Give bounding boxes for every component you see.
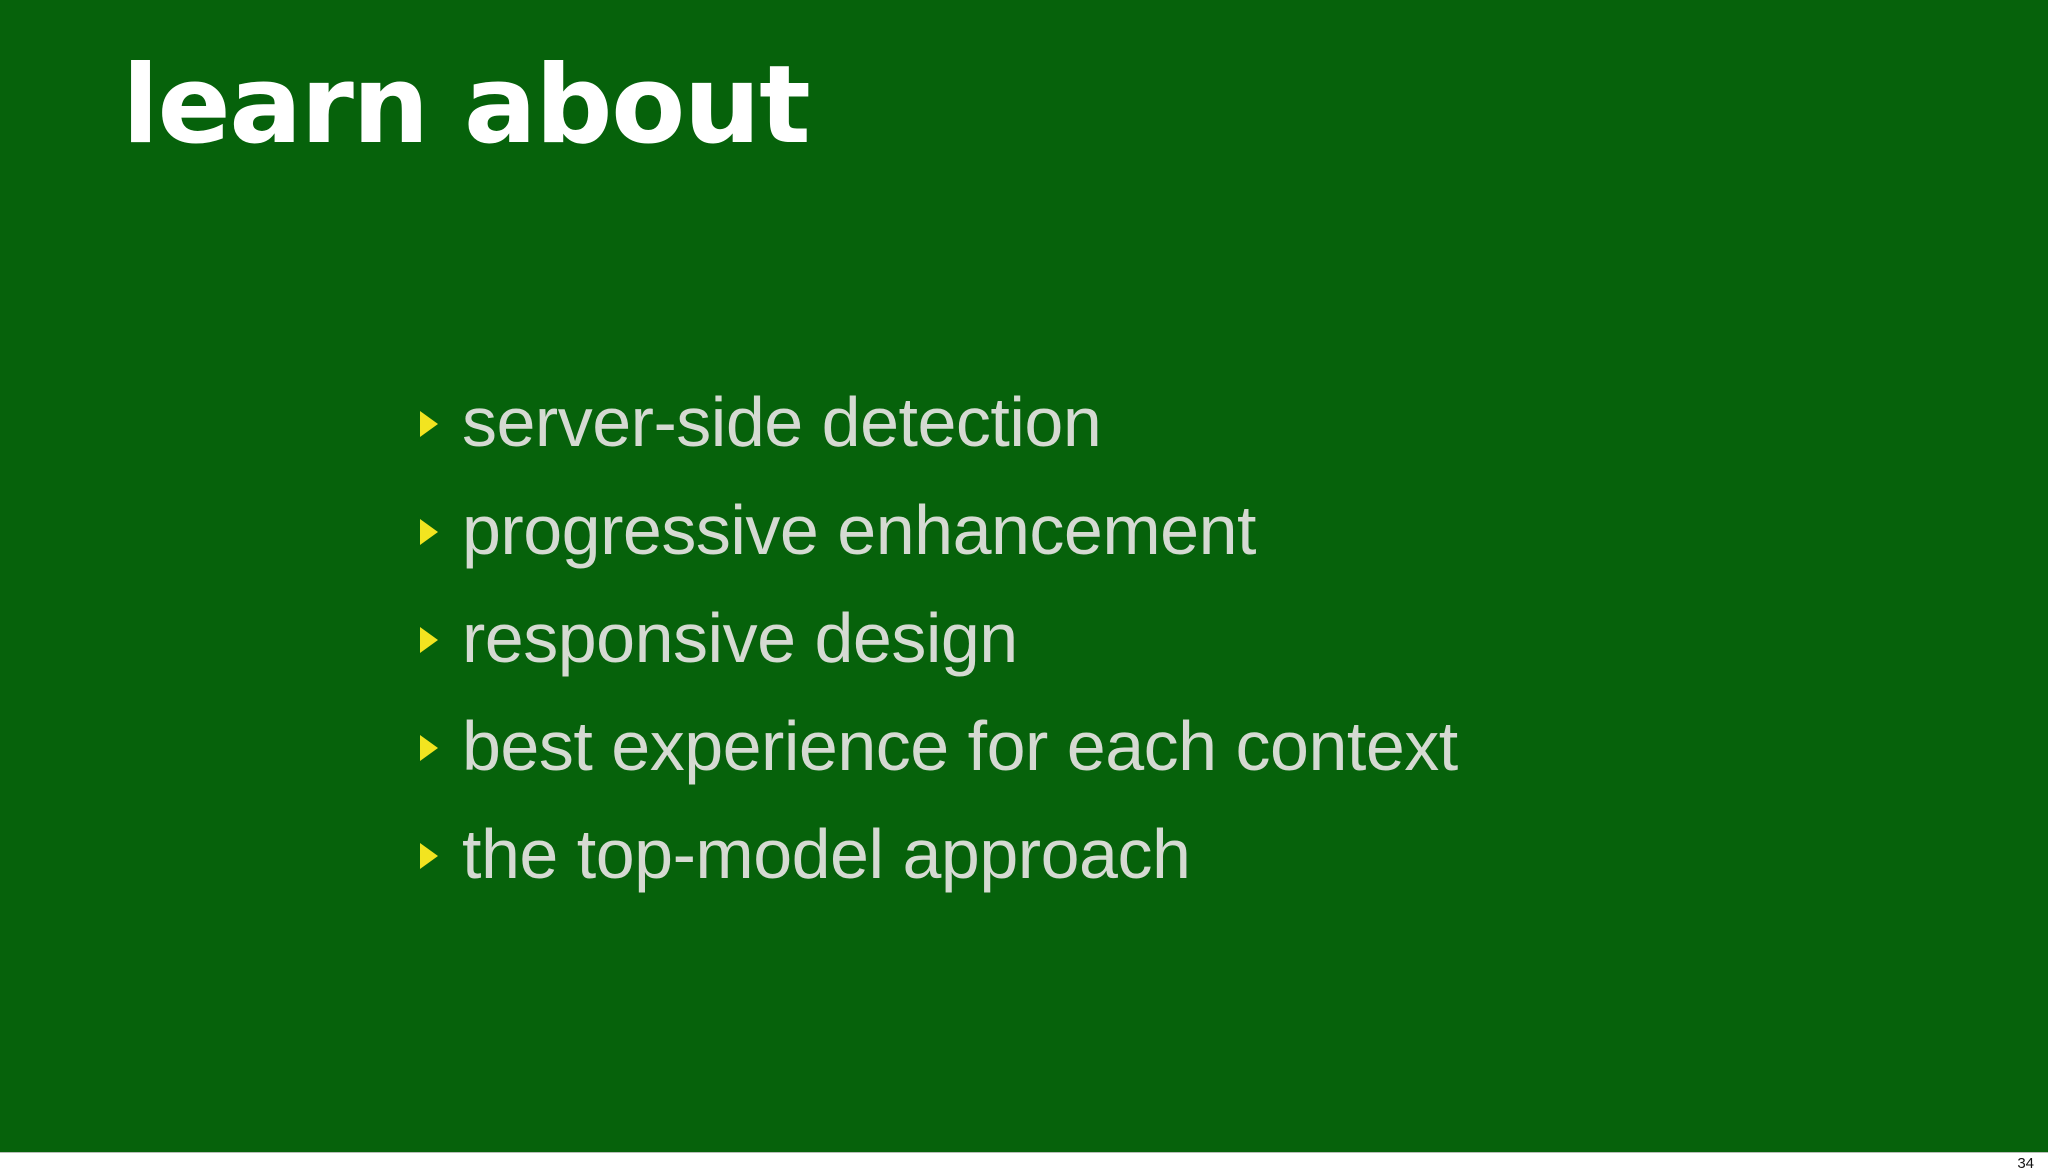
list-item: best experience for each context (418, 692, 1978, 800)
list-item: the top-model approach (418, 800, 1978, 908)
triangle-right-icon (418, 476, 462, 584)
triangle-right-icon (418, 692, 462, 800)
triangle-right-icon (418, 584, 462, 692)
triangle-right-icon (418, 368, 462, 476)
list-item: progressive enhancement (418, 476, 1978, 584)
page-number: 34 (2017, 1155, 2034, 1172)
list-item-label: best experience for each context (462, 707, 1458, 785)
list-item: responsive design (418, 584, 1978, 692)
list-item-label: the top-model approach (462, 815, 1191, 893)
bullet-list: server-side detection progressive enhanc… (418, 368, 1978, 908)
page-title: learn about (122, 43, 811, 168)
list-item-label: progressive enhancement (462, 491, 1256, 569)
list-item: server-side detection (418, 368, 1978, 476)
list-item-label: responsive design (462, 599, 1018, 677)
triangle-right-icon (418, 800, 462, 908)
slide-footer: 34 (0, 1152, 2048, 1173)
list-item-label: server-side detection (462, 383, 1102, 461)
